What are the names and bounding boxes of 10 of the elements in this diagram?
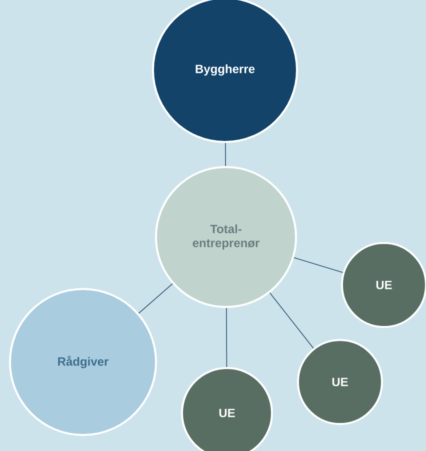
circle-node: Total- entreprenør — [155, 166, 297, 308]
connector-line — [294, 257, 344, 273]
connector-line — [225, 142, 226, 166]
circle-node: UE — [297, 339, 383, 425]
circle-node: Rådgiver — [9, 288, 157, 436]
connector-line — [269, 292, 314, 349]
circle-node: UE — [181, 367, 273, 451]
circle-node: UE — [341, 242, 426, 328]
connector-line — [138, 283, 173, 314]
connector-line — [226, 308, 228, 368]
